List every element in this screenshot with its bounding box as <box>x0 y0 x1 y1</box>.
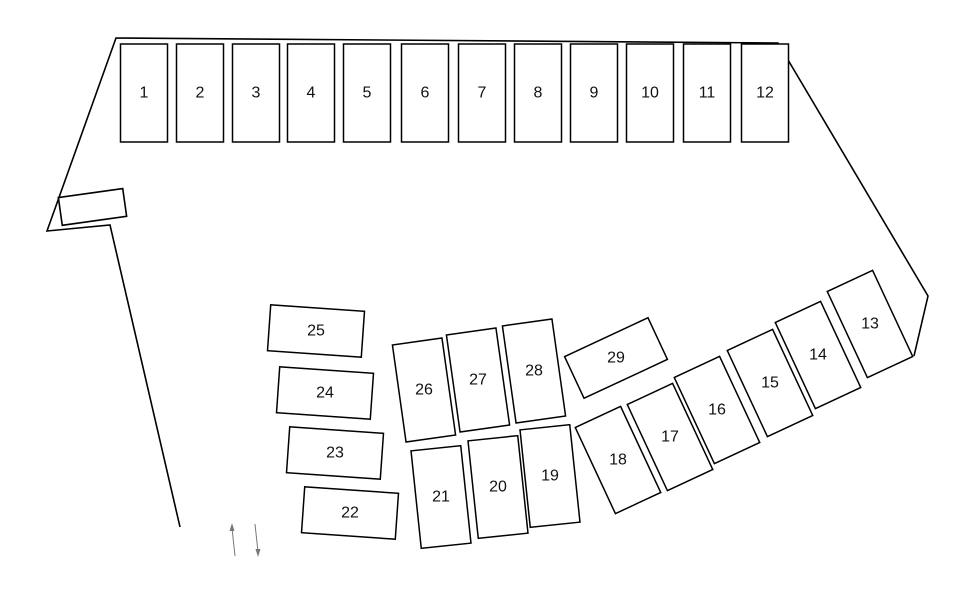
entrance-booth <box>57 187 128 227</box>
space-outline <box>457 43 507 143</box>
parking-space-17: 17 <box>626 382 714 492</box>
parking-space-15: 15 <box>726 328 814 438</box>
space-outline <box>625 43 675 143</box>
space-outline <box>400 43 450 143</box>
parking-space-27: 27 <box>445 327 511 433</box>
space-outline <box>569 43 619 143</box>
space-outline <box>445 327 511 433</box>
parking-space-26: 26 <box>391 337 457 443</box>
space-number: 3 <box>252 85 261 102</box>
space-outline <box>513 43 563 143</box>
parking-space-24: 24 <box>275 365 375 421</box>
space-number: 13 <box>861 316 879 333</box>
space-number: 1 <box>140 85 149 102</box>
parking-space-20: 20 <box>467 434 529 540</box>
traffic-arrows <box>229 523 261 557</box>
space-number: 27 <box>469 372 487 389</box>
space-number: 14 <box>809 347 827 364</box>
space-outline <box>175 43 225 143</box>
parking-space-7: 7 <box>457 43 507 143</box>
parking-space-18: 18 <box>574 405 662 515</box>
space-number: 28 <box>525 363 543 380</box>
space-outline <box>519 423 581 529</box>
lot-boundary <box>45 37 929 528</box>
parking-space-13: 13 <box>826 269 914 379</box>
space-outline <box>626 382 714 492</box>
space-number: 23 <box>326 445 344 462</box>
space-outline <box>467 434 529 540</box>
parking-space-10: 10 <box>625 43 675 143</box>
space-outline <box>275 365 375 421</box>
space-number: 8 <box>534 85 543 102</box>
arrow-down-line <box>254 523 259 553</box>
space-outline <box>266 303 366 359</box>
space-outline <box>119 43 169 143</box>
space-number: 5 <box>363 85 372 102</box>
parking-space-5: 5 <box>342 43 392 143</box>
space-number: 12 <box>756 85 774 102</box>
space-outline <box>286 43 336 143</box>
arrow-down-icon <box>255 549 261 557</box>
space-number: 7 <box>478 85 487 102</box>
parking-space-8: 8 <box>513 43 563 143</box>
space-number: 9 <box>590 85 599 102</box>
space-number: 2 <box>196 85 205 102</box>
parking-space-28: 28 <box>501 318 567 424</box>
space-number: 15 <box>761 375 779 392</box>
space-number: 29 <box>607 350 625 367</box>
space-outline <box>231 43 281 143</box>
parking-space-6: 6 <box>400 43 450 143</box>
space-number: 26 <box>415 382 433 399</box>
space-outline <box>673 355 761 465</box>
space-outline <box>774 300 862 410</box>
space-number: 20 <box>489 479 507 496</box>
space-number: 17 <box>661 429 679 446</box>
space-outline <box>391 337 457 443</box>
space-number: 21 <box>432 489 450 506</box>
space-outline <box>682 43 732 143</box>
arrow-up-icon <box>229 523 235 531</box>
space-outline <box>285 425 385 481</box>
parking-space-3: 3 <box>231 43 281 143</box>
space-outline <box>740 43 790 143</box>
parking-space-9: 9 <box>569 43 619 143</box>
space-outline <box>726 328 814 438</box>
space-outline <box>826 269 914 379</box>
space-outline <box>563 316 669 400</box>
parking-space-19: 19 <box>519 423 581 529</box>
space-number: 24 <box>316 385 334 402</box>
space-number: 22 <box>341 505 359 522</box>
space-outline <box>300 485 400 541</box>
parking-space-11: 11 <box>682 43 732 143</box>
space-number: 16 <box>708 402 726 419</box>
boundary-outer <box>45 37 929 528</box>
parking-space-2: 2 <box>175 43 225 143</box>
space-number: 19 <box>541 468 559 485</box>
space-number: 10 <box>641 85 659 102</box>
arrow-up-line <box>231 527 236 557</box>
space-number: 18 <box>609 452 627 469</box>
space-outline <box>574 405 662 515</box>
parking-space-1: 1 <box>119 43 169 143</box>
space-number: 25 <box>307 323 325 340</box>
space-outline <box>410 444 472 550</box>
parking-space-12: 12 <box>740 43 790 143</box>
space-number: 11 <box>699 85 716 102</box>
space-number: 6 <box>421 85 430 102</box>
parking-space-21: 21 <box>410 444 472 550</box>
parking-space-16: 16 <box>673 355 761 465</box>
parking-space-4: 4 <box>286 43 336 143</box>
parking-space-23: 23 <box>285 425 385 481</box>
parking-space-22: 22 <box>300 485 400 541</box>
space-number: 4 <box>307 85 316 102</box>
space-outline <box>342 43 392 143</box>
parking-space-25: 25 <box>266 303 366 359</box>
parking-space-29: 29 <box>563 316 669 400</box>
space-outline <box>501 318 567 424</box>
parking-space-14: 14 <box>774 300 862 410</box>
